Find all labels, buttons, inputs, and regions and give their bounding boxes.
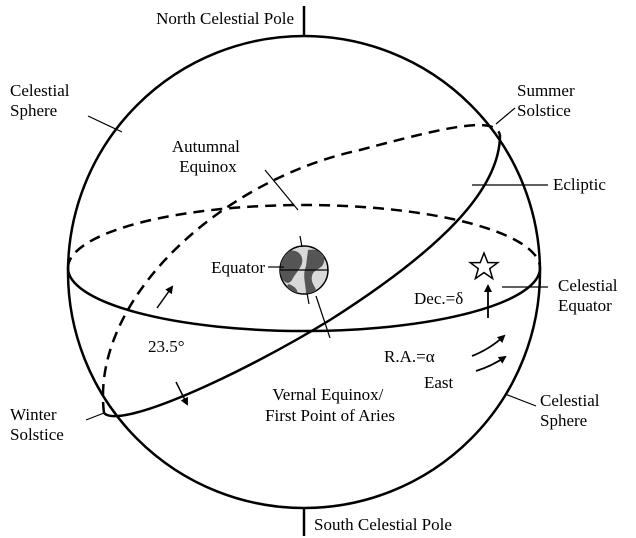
earth-icon: [279, 245, 329, 295]
east-label: East: [424, 373, 454, 392]
leader-vernal-equinox: [315, 295, 331, 339]
winter-solstice-label: Winter Solstice: [10, 405, 64, 444]
vernal-equinox-label: Vernal Equinox/ First Point of Aries: [265, 385, 395, 425]
ecliptic-front: [103, 134, 502, 418]
summer-solstice-label: Summer Solstice: [517, 81, 579, 120]
declination-label: Dec.=δ: [414, 289, 463, 308]
star-icon: [467, 250, 501, 281]
celestial-equator-label: Celestial Equator: [558, 276, 622, 315]
autumnal-equinox-label: Autumnal Equinox: [172, 137, 244, 176]
leader-celestial-sphere-top: [87, 115, 123, 133]
angle-arrow-top: [156, 285, 174, 309]
east-arrow: [475, 355, 507, 372]
south-pole-label: South Celestial Pole: [314, 515, 452, 534]
earth-axis-bottom: [306, 292, 310, 305]
leader-winter-solstice: [85, 412, 105, 421]
north-pole-label: North Celestial Pole: [156, 9, 294, 28]
celestial-sphere-bottom-label: Celestial Sphere: [540, 391, 604, 430]
leader-celestial-sphere-bottom: [504, 393, 537, 407]
ecliptic-label: Ecliptic: [553, 175, 606, 194]
leader-autumnal-equinox: [264, 169, 299, 211]
celestial-equator-back: [66, 203, 542, 269]
ecliptic-back: [101, 123, 502, 414]
leader-summer-solstice: [495, 107, 516, 125]
right-ascension-label: R.A.=α: [384, 347, 435, 366]
angle-arrow-bottom: [175, 381, 188, 406]
tilt-angle-label: 23.5°: [148, 337, 185, 356]
earth-axis-top: [299, 235, 303, 248]
right-ascension-arrow: [471, 334, 506, 357]
equator-label: Equator: [211, 258, 265, 277]
celestial-equator-front: [66, 267, 542, 333]
celestial-sphere-top-label: Celestial Sphere: [10, 81, 74, 120]
